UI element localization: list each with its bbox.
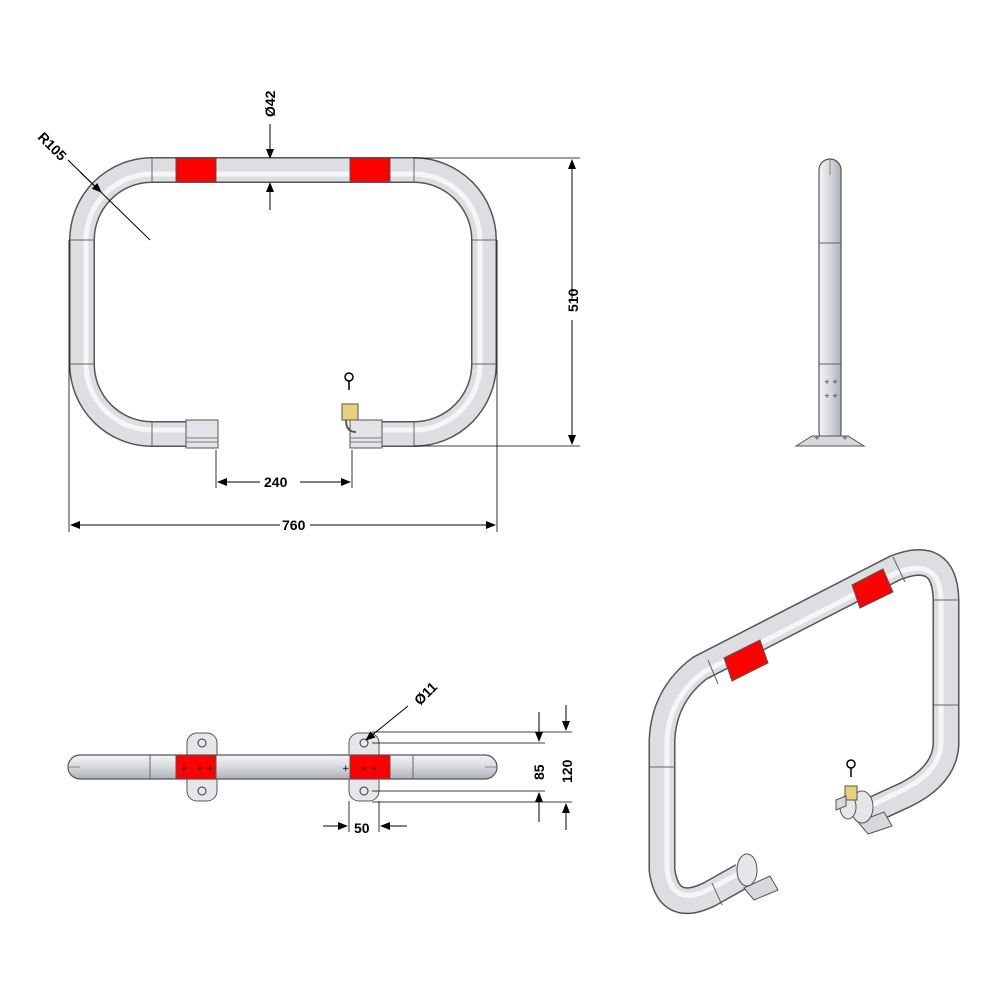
iso-tube-highlight bbox=[664, 565, 944, 898]
width-label: 760 bbox=[282, 517, 306, 533]
side-view: + + + + + + bbox=[794, 158, 866, 447]
front-right-clamp bbox=[349, 419, 383, 449]
top-view: + + + + + + Ø11 85 120 50 bbox=[67, 678, 575, 836]
front-joint-lines bbox=[70, 158, 496, 446]
svg-text:+: + bbox=[342, 764, 350, 774]
iso-joint-lines bbox=[650, 556, 958, 906]
front-tube-highlight bbox=[83, 171, 483, 433]
isometric-view bbox=[648, 548, 960, 915]
front-red-band-left bbox=[175, 157, 217, 183]
side-bolt-marks: + + + + + + bbox=[814, 378, 848, 442]
plate-length-label: 120 bbox=[559, 759, 575, 783]
plate-width-label: 50 bbox=[354, 820, 370, 836]
iso-left-clamp bbox=[736, 853, 779, 901]
front-tube-outline bbox=[69, 157, 497, 447]
iso-red-band-left bbox=[723, 639, 769, 682]
side-tube bbox=[818, 158, 842, 444]
front-left-clamp bbox=[185, 419, 219, 449]
top-tube bbox=[67, 754, 498, 780]
key-icon bbox=[344, 372, 354, 390]
iso-key-icon bbox=[846, 759, 856, 777]
iso-tube-body bbox=[650, 550, 958, 913]
svg-text:+: + bbox=[180, 764, 188, 774]
svg-text:+ +: + + bbox=[360, 764, 378, 774]
iso-right-clamp bbox=[839, 790, 893, 835]
svg-text:+: + bbox=[814, 434, 820, 442]
top-red-band-right bbox=[349, 754, 391, 780]
svg-text:+ +: + + bbox=[196, 764, 214, 774]
iso-red-band-right bbox=[851, 568, 894, 609]
top-red-band-left bbox=[175, 754, 217, 780]
radius-label: R105 bbox=[35, 129, 70, 164]
iso-padlock-icon bbox=[835, 785, 858, 811]
side-base-plate bbox=[794, 435, 866, 447]
svg-text:+ +: + + bbox=[824, 378, 838, 386]
hole-spacing-label: 85 bbox=[531, 764, 547, 780]
top-bolt-marks: + + + + + + bbox=[180, 764, 378, 774]
height-label: 510 bbox=[565, 288, 581, 312]
svg-text:+ +: + + bbox=[824, 392, 838, 400]
diameter-tube-label: Ø42 bbox=[262, 90, 278, 117]
hole-diameter-label: Ø11 bbox=[411, 678, 441, 708]
front-view: Ø42 R105 510 240 760 bbox=[35, 90, 581, 533]
front-red-band-right bbox=[349, 157, 391, 183]
front-tube-body bbox=[70, 158, 496, 446]
svg-text:+: + bbox=[842, 434, 848, 442]
padlock-icon bbox=[341, 403, 359, 433]
gap-label: 240 bbox=[264, 474, 288, 490]
